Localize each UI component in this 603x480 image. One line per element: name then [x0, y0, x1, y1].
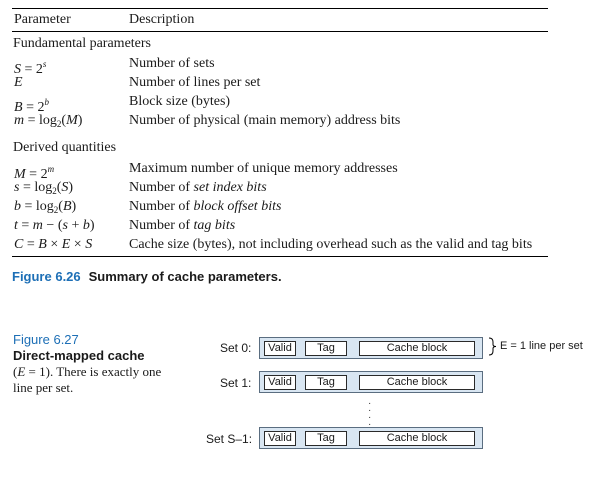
desc-s: Number of set index bits [129, 180, 267, 195]
set-last-label: Set S–1: [206, 432, 253, 446]
set-0-label: Set 0: [220, 341, 252, 355]
figure-627-sidebar: Figure 6.27 Direct-mapped cache (E = 1).… [13, 332, 183, 396]
param-b: b = log2(B) [14, 199, 77, 215]
desc-S: Number of sets [129, 56, 215, 71]
set-1-cache-block: Cache block [359, 375, 475, 390]
set-1-tag-field: Tag [305, 375, 347, 390]
set-1-label: Set 1: [220, 376, 252, 390]
set-1-line: Valid Tag Cache block [259, 371, 483, 393]
desc-b-em: block offset bits [193, 199, 282, 214]
figure-627-number: Figure 6.27 [13, 332, 79, 347]
desc-m: Number of physical (main memory) address… [129, 113, 401, 128]
figure-627-description: (E = 1). There is exactly one line per s… [13, 364, 162, 395]
param-t: t = m − (s + b) [14, 218, 95, 233]
param-B: B = 2b [14, 97, 49, 115]
desc-E: Number of lines per set [129, 75, 261, 90]
desc-B: Block size (bytes) [129, 94, 231, 109]
header-parameter: Parameter [14, 12, 71, 27]
vertical-ellipsis-icon: ···· [368, 398, 372, 430]
param-m: m = log2(M) [14, 113, 83, 129]
param-M: M = 2m [14, 164, 55, 182]
set-0-valid-field: Valid [264, 341, 296, 356]
desc-t: Number of tag bits [129, 218, 236, 233]
set-1-valid-field: Valid [264, 375, 296, 390]
set-last-valid-field: Valid [264, 431, 296, 446]
set-0-tag-field: Tag [305, 341, 347, 356]
set-last-line: Valid Tag Cache block [259, 427, 483, 449]
set-0-cache-block: Cache block [359, 341, 475, 356]
right-brace-icon [488, 337, 497, 356]
param-S: S = 2s [14, 59, 47, 77]
section-derived: Derived quantities [13, 140, 117, 155]
figure-626-number: Figure 6.26 [12, 269, 81, 284]
header-description: Description [129, 12, 195, 27]
figure-626-text: Summary of cache parameters. [88, 269, 282, 284]
desc-t-em: tag bits [193, 218, 236, 233]
set-last-cache-block: Cache block [359, 431, 475, 446]
desc-s-em: set index bits [193, 180, 267, 195]
set-0-line: Valid Tag Cache block [259, 337, 483, 359]
figure-626-caption: Figure 6.26 Summary of cache parameters. [12, 269, 282, 284]
param-C: C = B × E × S [14, 237, 93, 252]
desc-M: Maximum number of unique memory addresse… [129, 161, 398, 176]
param-s: s = log2(S) [14, 180, 74, 196]
line-per-set-annotation: E = 1 line per set [500, 340, 583, 352]
section-fundamental: Fundamental parameters [13, 36, 152, 51]
table-top-rule [12, 8, 548, 9]
figure-627-title: Direct-mapped cache [13, 348, 145, 363]
set-last-tag-field: Tag [305, 431, 347, 446]
desc-b: Number of block offset bits [129, 199, 282, 214]
desc-C: Cache size (bytes), not including overhe… [129, 237, 533, 252]
param-E: E [14, 75, 23, 90]
table-bottom-rule [12, 256, 548, 258]
table-header-rule [12, 31, 548, 32]
